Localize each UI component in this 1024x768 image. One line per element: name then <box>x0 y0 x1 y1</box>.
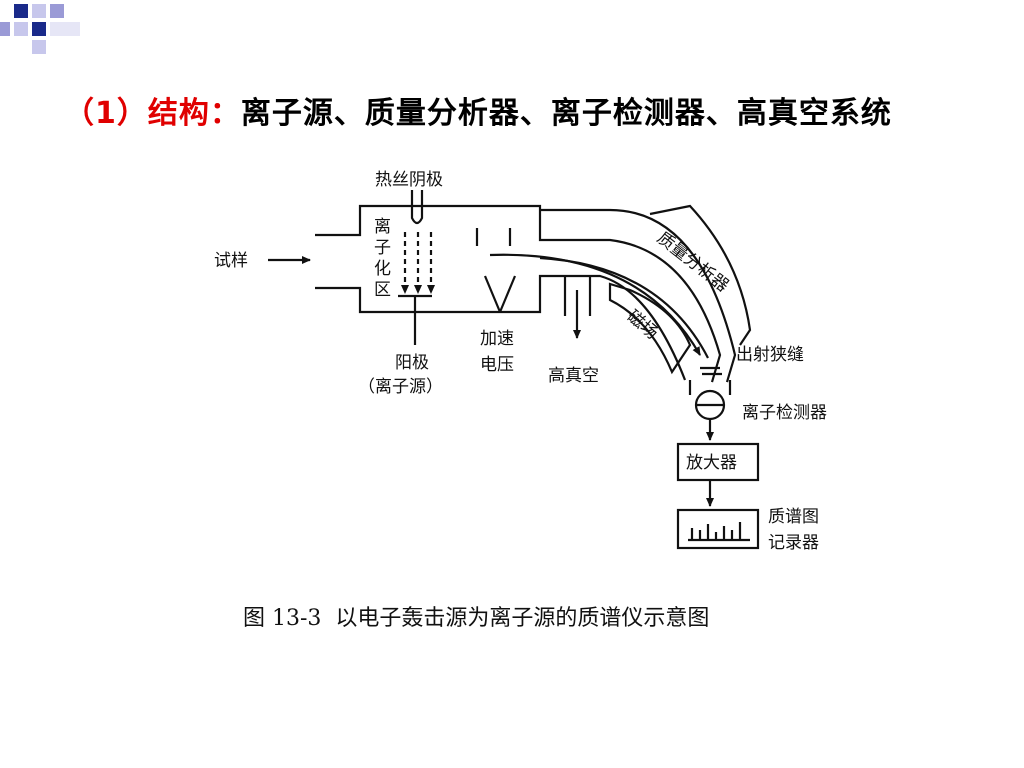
label-anode-sub: （离子源） <box>358 377 443 397</box>
label-anode: 阳极 <box>395 353 429 373</box>
ion-beam-1 <box>489 253 701 356</box>
magnet-wedge <box>608 282 692 375</box>
ion-chamber-outline <box>315 204 737 383</box>
slide-heading: （1）结构：离子源、质量分析器、离子检测器、高真空系统 <box>64 88 892 132</box>
label-ion-zone-1: 离 <box>374 217 391 237</box>
heading-lead: （1）结构： <box>64 96 241 131</box>
label-ion-zone-3: 化 <box>374 259 391 279</box>
label-ion-zone-2: 子 <box>374 238 391 258</box>
label-ion-zone-4: 区 <box>374 280 391 300</box>
label-recorder-1: 质谱图 <box>768 507 819 527</box>
analyzer-outer <box>649 204 752 346</box>
filament <box>410 190 424 225</box>
corner-decoration <box>0 4 80 54</box>
vacuum-port <box>563 276 592 316</box>
label-recorder-2: 记录器 <box>768 533 819 553</box>
accel-funnel <box>483 275 517 313</box>
anode <box>398 294 432 345</box>
label-amplifier: 放大器 <box>686 453 737 473</box>
recorder-box <box>676 508 760 550</box>
recorder-peaks <box>688 522 750 542</box>
accel-plate <box>475 228 512 246</box>
amplifier-box <box>676 442 760 482</box>
label-slit: 出射狭缝 <box>736 345 804 365</box>
label-vacuum: 高真空 <box>548 366 599 386</box>
exit-slit <box>700 366 722 376</box>
ion-beam-2 <box>539 256 709 359</box>
label-filament: 热丝阴极 <box>375 170 443 190</box>
label-sample: 试样 <box>214 251 248 271</box>
heading-rest: 离子源、质量分析器、离子检测器、高真空系统 <box>240 96 892 131</box>
label-accel-2: 电压 <box>480 355 514 375</box>
label-accel-1: 加速 <box>480 329 514 349</box>
figure-caption: 图 13-3 以电子轰击源为离子源的质谱仪示意图 <box>243 606 710 631</box>
label-detector: 离子检测器 <box>742 403 827 423</box>
